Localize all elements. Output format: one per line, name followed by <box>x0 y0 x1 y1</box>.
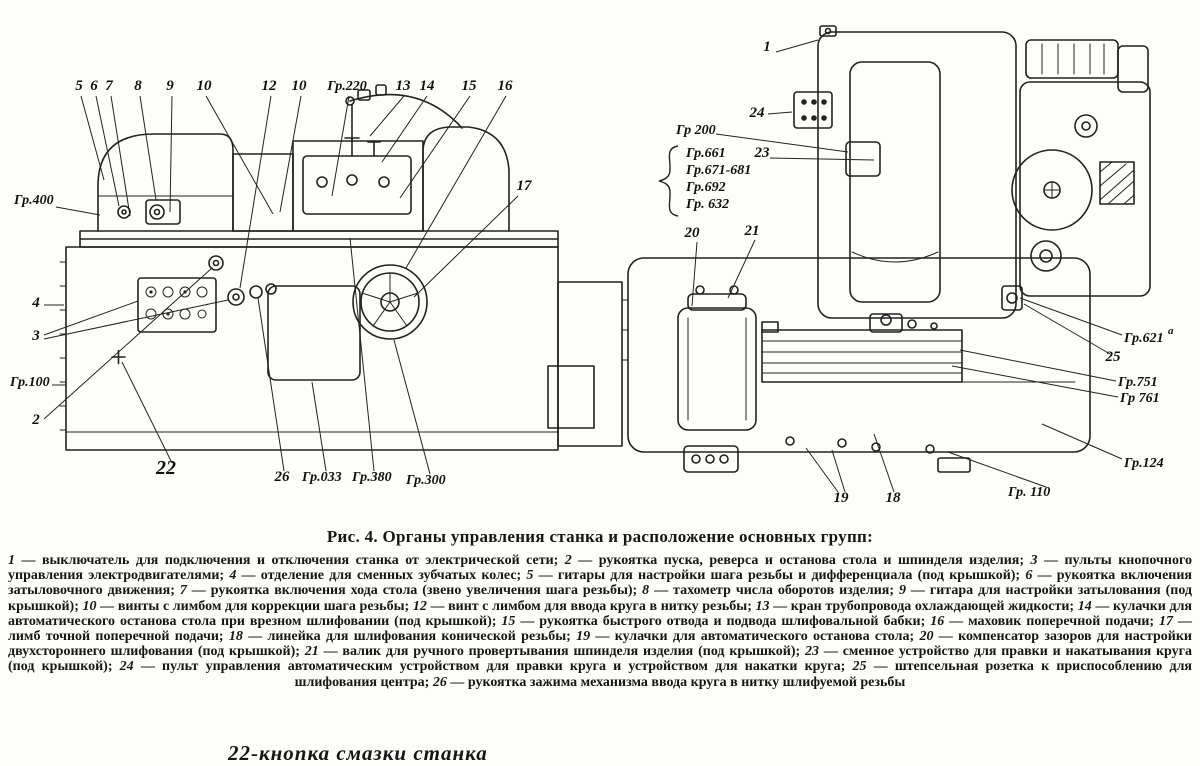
callout-7: 7 <box>105 78 113 94</box>
callout-2: 2 <box>31 412 40 428</box>
callout-22: 22 <box>155 457 176 479</box>
callout-17: 17 <box>517 178 533 194</box>
callout-3: 3 <box>31 328 40 344</box>
callout-18: 18 <box>886 490 902 506</box>
callout-gr124: Гр.124 <box>1123 456 1164 471</box>
callout-gr400: Гр.400 <box>13 193 54 208</box>
callout-gr110: Гр. 110 <box>1007 485 1050 500</box>
callout-gr661: Гр.661 <box>685 146 726 161</box>
right-machine-drawing <box>621 25 1151 473</box>
callout-gr761: Гр 761 <box>1119 391 1160 406</box>
callout-gr300: Гр.300 <box>405 473 446 488</box>
callout-gr671-681: Гр.671-681 <box>685 163 751 178</box>
callout-20: 20 <box>684 225 701 241</box>
callout-14: 14 <box>420 78 436 94</box>
left-leader-lines <box>43 95 519 475</box>
callout-24: 24 <box>749 105 766 121</box>
callout-8: 8 <box>134 78 142 94</box>
legend-text: 1 — выключатель для подключения и отключ… <box>8 553 1193 690</box>
callout-gr380: Гр.380 <box>351 470 392 485</box>
callout-9: 9 <box>166 78 174 94</box>
callout-5: 5 <box>75 78 83 94</box>
callout-1: 1 <box>763 39 771 55</box>
callout-gr751: Гр.751 <box>1117 375 1158 390</box>
figure-caption: Рис. 4. Органы управления станка и распо… <box>326 527 874 546</box>
callout-21: 21 <box>744 223 760 239</box>
callout-15: 15 <box>462 78 478 94</box>
callout-gr220: Гр.220 <box>326 79 367 94</box>
callout-gr100: Гр.100 <box>9 375 50 390</box>
callout-10a: 10 <box>197 78 213 94</box>
callout-25: 25 <box>1105 349 1122 365</box>
callout-12: 12 <box>262 78 278 94</box>
callout-13: 13 <box>396 78 412 94</box>
callout-gr621: Гр.621 <box>1123 331 1164 346</box>
handwritten-note: 22-кнопка смазки станка <box>228 741 488 765</box>
callout-gr200: Гр 200 <box>675 123 716 138</box>
callout-10b: 10 <box>292 78 308 94</box>
group-brace <box>658 145 679 217</box>
left-callout-labels: 5 6 7 8 9 10 12 10 Гр.220 13 14 15 16 17… <box>9 78 532 488</box>
callout-19: 19 <box>834 490 850 506</box>
callout-gr621-sup-a: a <box>1168 325 1174 337</box>
callout-gr632: Гр. 632 <box>685 197 729 212</box>
right-leader-lines <box>691 39 1123 493</box>
callout-16: 16 <box>498 78 514 94</box>
callout-6: 6 <box>90 78 98 94</box>
left-machine-drawing <box>59 84 623 451</box>
callout-23: 23 <box>754 145 771 161</box>
right-callout-labels: 1 24 Гр 200 Гр.661 Гр.671-681 Гр.692 Гр.… <box>675 39 1174 506</box>
callout-26: 26 <box>274 469 291 485</box>
callout-gr033: Гр.033 <box>301 470 342 485</box>
callout-gr692: Гр.692 <box>685 180 726 195</box>
callout-4: 4 <box>31 295 40 311</box>
figure-diagram: 5 6 7 8 9 10 12 10 Гр.220 13 14 15 16 17… <box>9 25 1174 506</box>
